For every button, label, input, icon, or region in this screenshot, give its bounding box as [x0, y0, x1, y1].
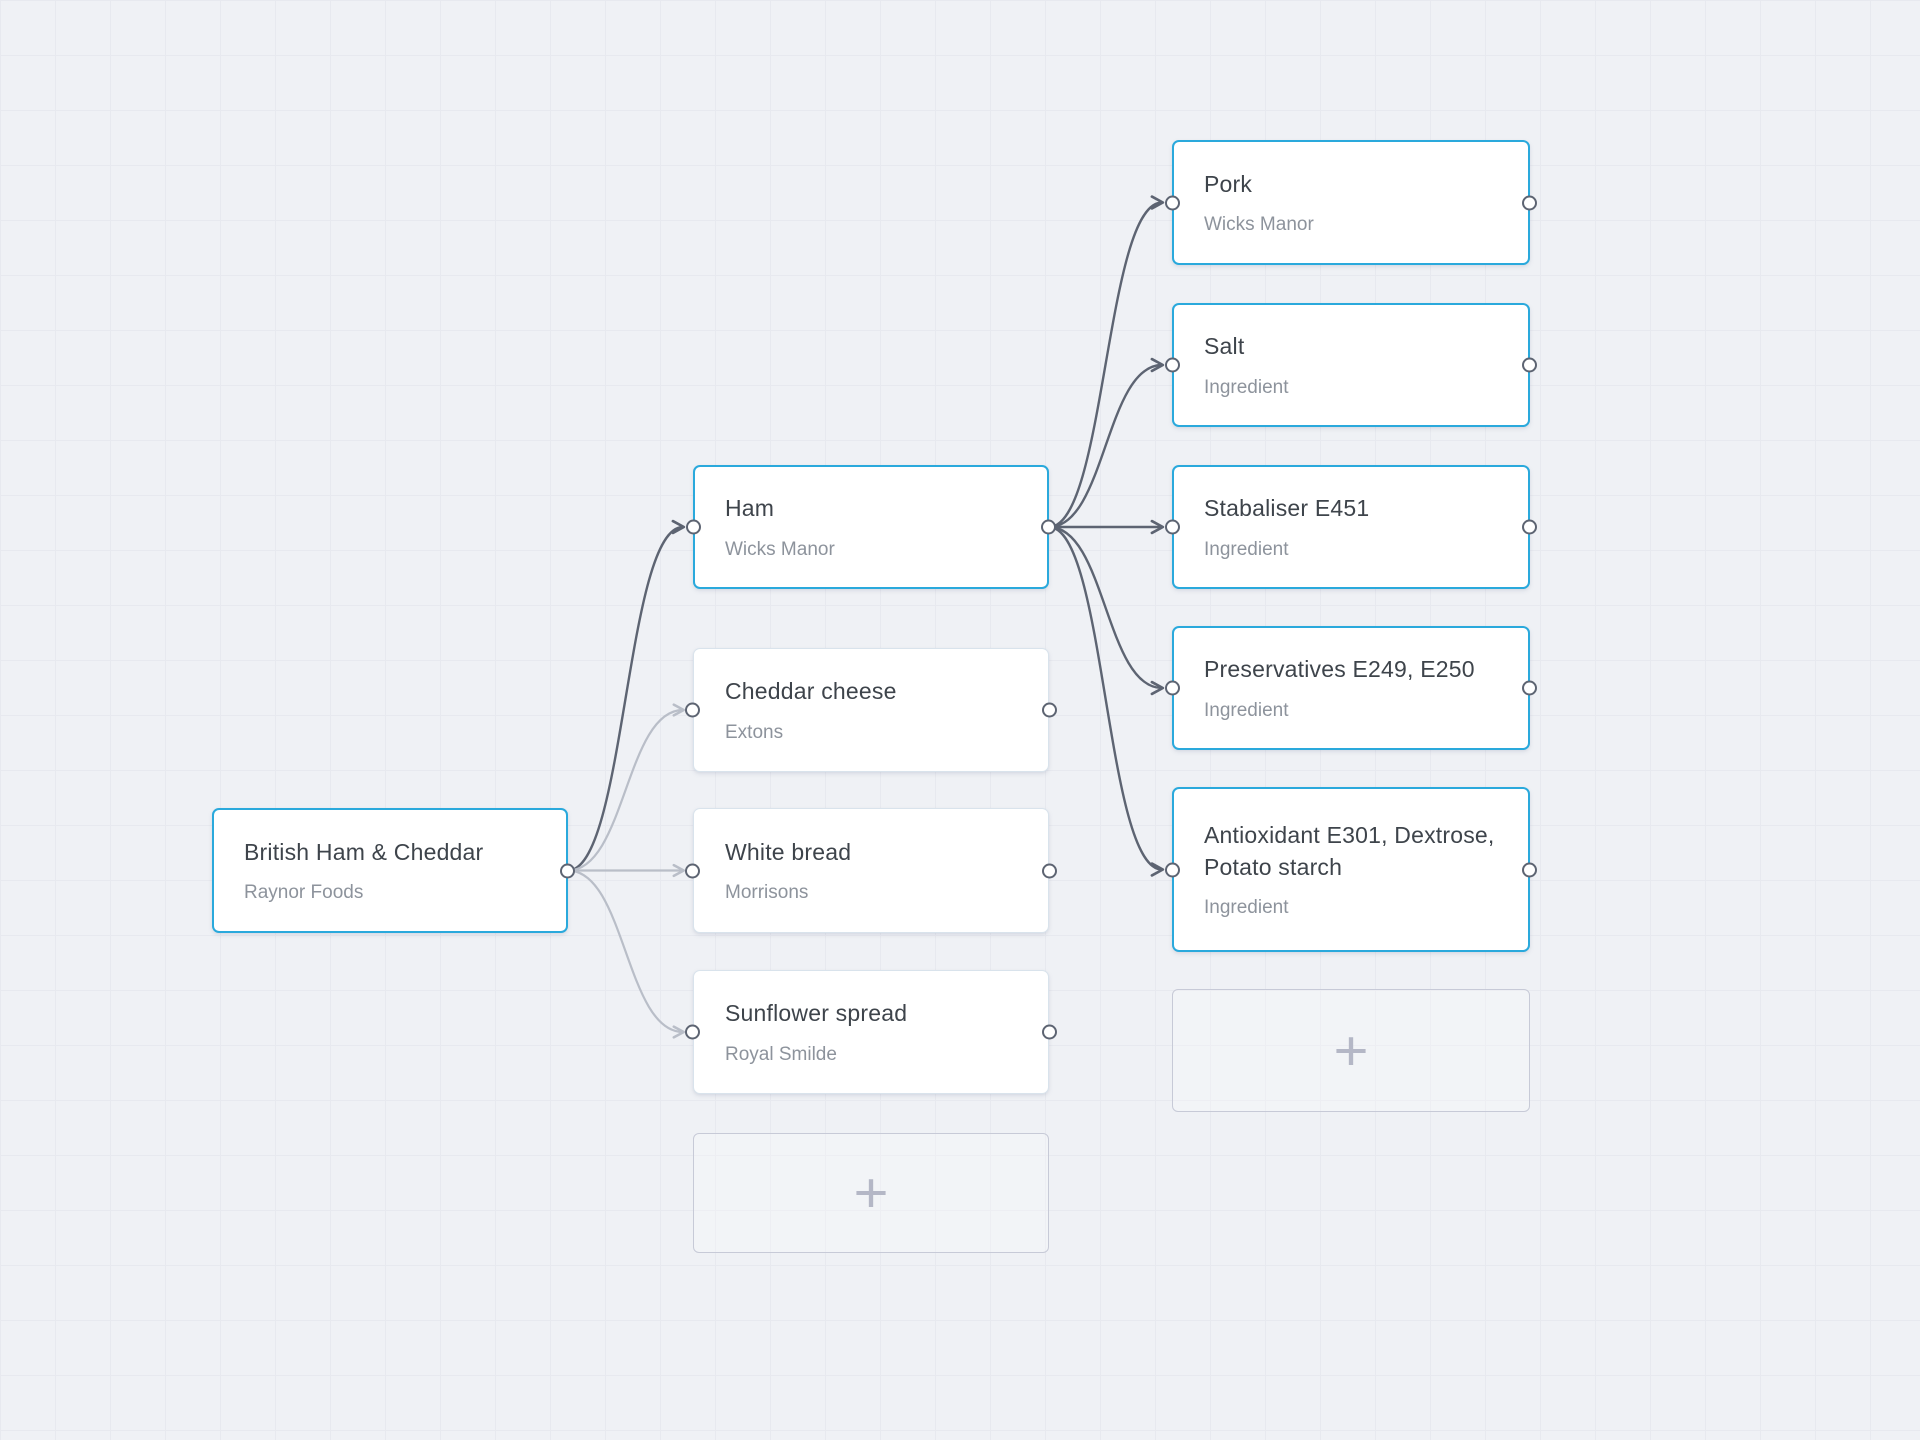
output-handle[interactable]: [1042, 863, 1057, 878]
node-title: Ham: [725, 495, 775, 522]
node-ham[interactable]: Ham Wicks Manor: [686, 465, 1056, 589]
input-handle[interactable]: [685, 702, 700, 718]
node-stabaliser-e451[interactable]: Stabaliser E451 Ingredient: [1165, 465, 1537, 589]
node-subtitle: Ingredient: [1204, 897, 1289, 919]
edge-british-ham-cheddar-to-ham[interactable]: [566, 519, 686, 872]
input-handle[interactable]: [1165, 680, 1180, 696]
add-node-right-column[interactable]: +: [1172, 989, 1530, 1112]
input-handle[interactable]: [685, 1024, 700, 1040]
node-subtitle: Wicks Manor: [725, 538, 835, 560]
node-title: Stabaliser E451: [1204, 495, 1370, 522]
edge-ham-to-pork[interactable]: [1047, 195, 1165, 529]
node-title: Cheddar cheese: [725, 678, 897, 705]
node-pork[interactable]: Pork Wicks Manor: [1165, 140, 1537, 265]
node-subtitle: Ingredient: [1204, 538, 1289, 560]
node-title: Antioxidant E301, Dextrose, Potato starc…: [1204, 821, 1495, 880]
input-handle[interactable]: [1165, 195, 1180, 210]
node-subtitle: Ingredient: [1204, 699, 1289, 721]
output-handle[interactable]: [1522, 680, 1537, 696]
output-handle[interactable]: [1522, 862, 1537, 877]
edge-british-ham-cheddar-to-cheddar-cheese[interactable]: [566, 703, 686, 872]
node-subtitle: Morrisons: [725, 882, 809, 904]
node-title: White bread: [725, 838, 852, 865]
input-handle[interactable]: [1165, 519, 1180, 535]
node-title: Sunflower spread: [725, 1000, 908, 1027]
output-handle[interactable]: [1522, 357, 1537, 373]
input-handle[interactable]: [685, 863, 700, 878]
output-handle[interactable]: [560, 863, 575, 878]
output-handle[interactable]: [1522, 519, 1537, 535]
add-node-middle-column[interactable]: +: [693, 1133, 1049, 1253]
node-subtitle: Raynor Foods: [244, 882, 364, 904]
node-subtitle: Wicks Manor: [1204, 214, 1314, 236]
edge-ham-to-salt[interactable]: [1047, 357, 1165, 529]
input-handle[interactable]: [686, 519, 701, 535]
edge-ham-to-preservatives-e249-e250[interactable]: [1047, 525, 1165, 696]
input-handle[interactable]: [1165, 862, 1180, 877]
node-title: British Ham & Cheddar: [244, 838, 484, 865]
node-title: Salt: [1204, 333, 1245, 360]
input-handle[interactable]: [1165, 357, 1180, 373]
node-preservatives-e249-e250[interactable]: Preservatives E249, E250 Ingredient: [1165, 626, 1537, 750]
node-white-bread[interactable]: White bread Morrisons: [685, 808, 1057, 933]
node-subtitle: Extons: [725, 721, 784, 743]
node-title: Pork: [1204, 170, 1253, 197]
node-sunflower-spread[interactable]: Sunflower spread Royal Smilde: [685, 970, 1057, 1094]
output-handle[interactable]: [1522, 195, 1537, 210]
edge-ham-to-antioxidant-e301-dextrose-potato-starch[interactable]: [1047, 525, 1165, 877]
node-cheddar-cheese[interactable]: Cheddar cheese Extons: [685, 648, 1057, 772]
node-british-ham-cheddar[interactable]: British Ham & Cheddar Raynor Foods: [212, 808, 575, 933]
node-title: Preservatives E249, E250: [1204, 656, 1475, 683]
plus-icon: +: [853, 1160, 889, 1225]
edge-british-ham-cheddar-to-sunflower-spread[interactable]: [566, 869, 686, 1039]
node-subtitle: Royal Smilde: [725, 1043, 837, 1065]
output-handle[interactable]: [1042, 1024, 1057, 1040]
node-salt[interactable]: Salt Ingredient: [1165, 303, 1537, 427]
plus-icon: +: [1333, 1018, 1369, 1082]
output-handle[interactable]: [1041, 519, 1056, 535]
node-subtitle: Ingredient: [1204, 376, 1289, 398]
node-antioxidant-e301-dextrose-potato-starch[interactable]: Antioxidant E301, Dextrose, Potato starc…: [1165, 787, 1537, 952]
output-handle[interactable]: [1042, 702, 1057, 718]
